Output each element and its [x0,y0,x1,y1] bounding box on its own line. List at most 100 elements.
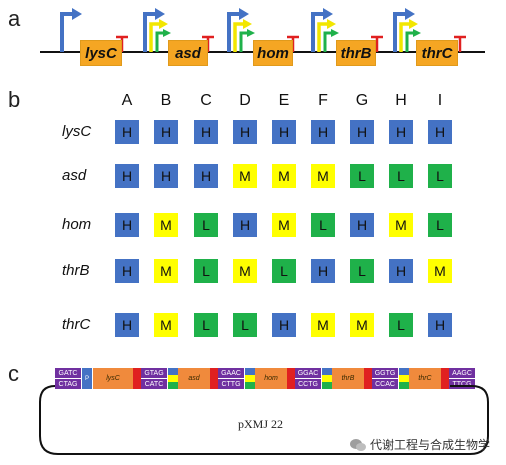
promoter-3 [227,8,255,52]
terminator-block-3 [287,368,295,389]
terminator-2 [202,35,214,52]
level-cell: L [428,164,452,188]
level-cell: L [194,213,218,237]
level-cell: M [311,164,335,188]
column-header: C [200,92,212,109]
site-top-5: GGTG [372,368,398,378]
construct-gene-asd: asd [178,368,210,389]
level-cell: H [194,120,218,144]
level-cell: L [272,259,296,283]
level-cell: H [350,120,374,144]
level-cell: M [233,164,257,188]
level-cell: H [311,259,335,283]
site-top-1: GATC [55,368,81,378]
level-cell: H [115,259,139,283]
watermark: 代谢工程与合成生物学 [350,436,490,453]
level-cell: M [272,213,296,237]
column-header: A [121,92,133,109]
level-cell: H [233,120,257,144]
site-bottom-4: CCTG [295,379,321,389]
site-top-6: AAGC [449,368,475,378]
column-header: H [395,92,407,109]
terminator-block-4 [364,368,372,389]
construct-gene-thrB: thrB [332,368,364,389]
level-cell: H [115,120,139,144]
gene-box-asd: asd [168,40,208,66]
level-cell: H [272,313,296,337]
terminator-block-2 [210,368,218,389]
column-header: D [239,92,251,109]
level-cell: L [389,313,413,337]
level-cell: M [428,259,452,283]
promoter-block-1: P [82,368,92,389]
level-cell: L [311,213,335,237]
level-cell: H [115,313,139,337]
level-cell: H [272,120,296,144]
gene-box-thrB: thrB [336,40,376,66]
promoter-5 [393,8,421,52]
gene-box-hom: hom [253,40,293,66]
column-header: E [278,92,290,109]
construct-strip: GATC CTAG P lysC GTAG CATC asd GAAC CTTG… [55,368,495,392]
row-label: thrC [62,316,91,333]
site-bottom-6: TTCG [449,379,475,389]
level-cell: H [428,313,452,337]
site-bottom-5: CCAC [372,379,398,389]
plasmid-backbone [39,385,489,455]
terminator-5 [454,35,466,52]
level-cell: L [350,259,374,283]
level-cell: L [389,164,413,188]
level-cell: M [154,313,178,337]
level-cell: M [389,213,413,237]
level-cell: M [154,213,178,237]
level-cell: H [233,213,257,237]
site-bottom-2: CATC [141,379,167,389]
promoter-set-5 [399,368,409,389]
terminator-3 [287,35,299,52]
level-cell: L [194,313,218,337]
level-cell: H [115,213,139,237]
level-cell: L [428,213,452,237]
promoter-1 [60,8,82,52]
level-cell: M [154,259,178,283]
column-header: F [318,92,328,109]
level-cell: L [233,313,257,337]
level-cell: H [350,213,374,237]
panel-label-a: a [8,6,21,31]
panel-label-b: b [8,87,21,112]
row-label: lysC [62,123,92,140]
row-label: thrB [62,262,90,279]
site-top-3: GAAC [218,368,244,378]
site-bottom-3: CTTG [218,379,244,389]
level-cell: H [115,164,139,188]
level-cell: H [154,164,178,188]
terminator-block-1 [133,368,141,389]
level-cell: H [311,120,335,144]
promoter-set-2 [168,368,178,389]
level-cell: L [194,259,218,283]
level-cell: H [389,259,413,283]
promoter-set-3 [245,368,255,389]
watermark-text: 代谢工程与合成生物学 [370,438,491,452]
column-header: I [437,92,443,109]
level-cell: M [272,164,296,188]
construct-gene-thrC: thrC [409,368,441,389]
site-bottom-1: CTAG [55,379,81,389]
terminator-4 [371,35,383,52]
promoter-set-4 [322,368,332,389]
construct-gene-lysC: lysC [93,368,133,389]
terminator-1 [116,35,128,52]
level-cell: H [154,120,178,144]
row-label: asd [62,167,87,184]
gene-box-thrC: thrC [416,40,458,66]
construct-gene-hom: hom [255,368,287,389]
level-cell: M [350,313,374,337]
panel-label-c: c [8,361,19,386]
site-top-2: GTAG [141,368,167,378]
site-top-4: GGAC [295,368,321,378]
row-label: hom [62,216,92,233]
level-cell: H [389,120,413,144]
level-cell: M [233,259,257,283]
level-cell: M [311,313,335,337]
gene-box-lysC: lysC [80,40,122,66]
